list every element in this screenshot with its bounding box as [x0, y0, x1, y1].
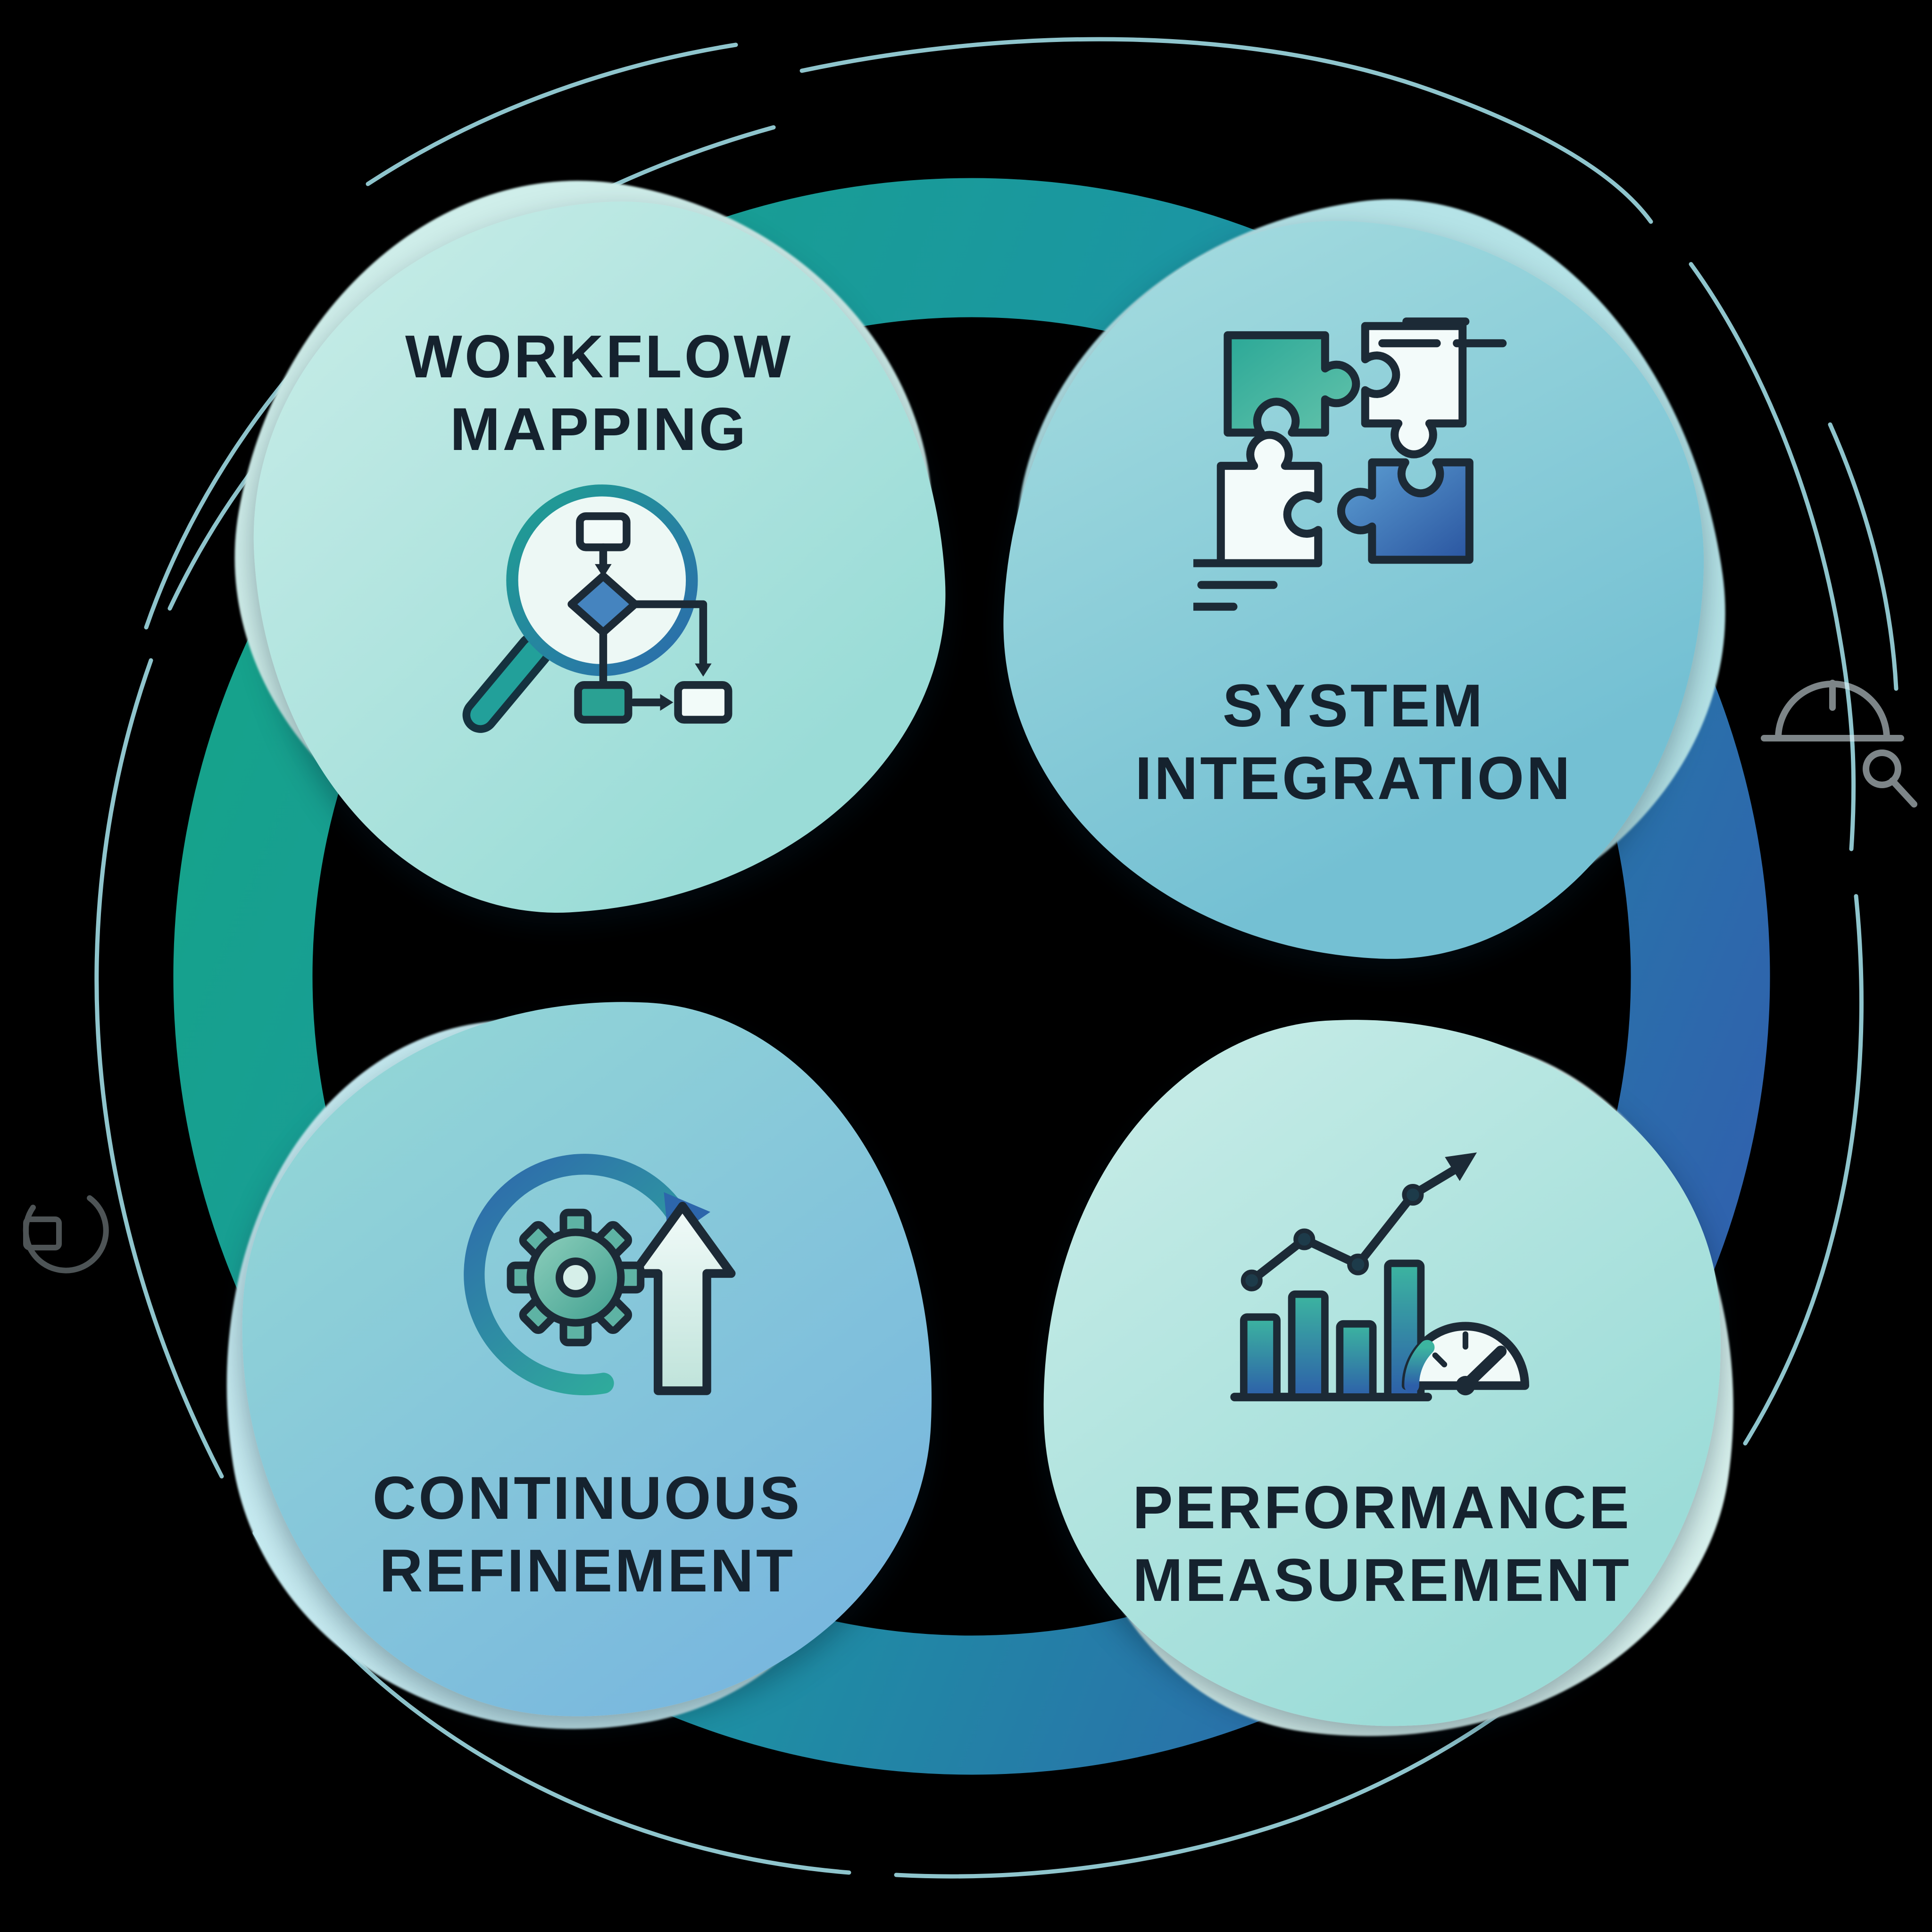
node-system-integration: SYSTEM INTEGRATION	[973, 158, 1767, 985]
node-label-line1: WORKFLOW	[405, 323, 793, 391]
node-label-line2: MAPPING	[450, 395, 749, 463]
node-continuous-refinement: CONTINUOUS REFINEMENT	[171, 963, 968, 1780]
node-workflow-mapping: WORKFLOW MAPPING	[183, 128, 985, 945]
chart-speedometer-icon	[1230, 1152, 1529, 1401]
puzzle-pieces-icon	[1193, 317, 1507, 611]
node-label-line2: MEASUREMENT	[1133, 1546, 1632, 1614]
node-label-line1: CONTINUOUS	[372, 1465, 802, 1532]
node-performance-measurement: PERFORMANCE MEASUREMENT	[1012, 990, 1784, 1785]
magnifier-flowchart-icon	[462, 484, 733, 733]
node-label: PERFORMANCE MEASUREMENT	[1042, 1472, 1722, 1616]
node-label-line2: REFINEMENT	[379, 1537, 795, 1605]
gear-cycle-arrows-icon	[464, 1154, 736, 1396]
node-label: CONTINUOUS REFINEMENT	[241, 1462, 934, 1607]
hard-hat-wrench-icon	[1761, 680, 1917, 808]
node-label: WORKFLOW MAPPING	[255, 321, 943, 466]
node-label-line2: INTEGRATION	[1135, 744, 1573, 812]
node-label-line1: SYSTEM	[1222, 672, 1485, 740]
node-label-line1: PERFORMANCE	[1133, 1474, 1632, 1541]
cycle-ring	[173, 178, 1770, 1775]
gear-sync-icon	[23, 1195, 109, 1274]
node-label: SYSTEM INTEGRATION	[1005, 670, 1703, 815]
